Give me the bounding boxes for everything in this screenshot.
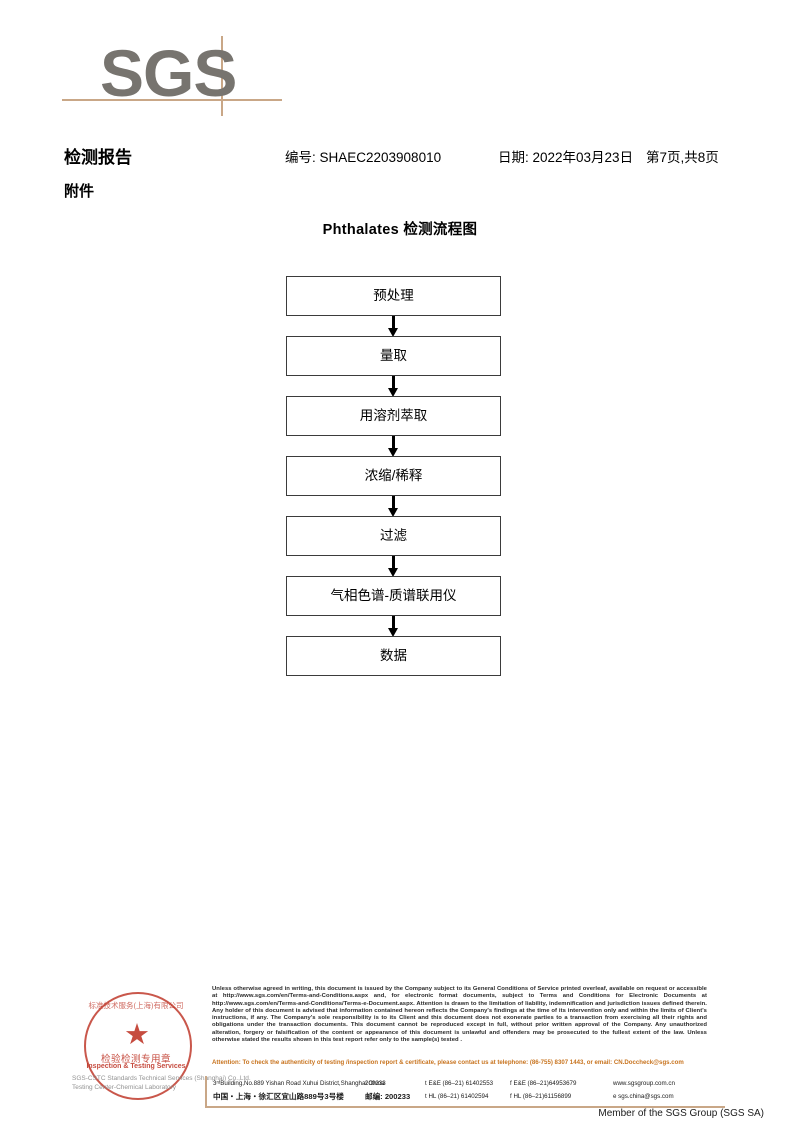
address-horizontal-rule xyxy=(205,1106,725,1108)
seal-overlay-line-1: SGS-CSTC Standards Technical Services (S… xyxy=(72,1075,251,1082)
address-row-chinese: 中国・上海・徐汇区宜山路889号3号楼 邮编: 200233 t HL (86–… xyxy=(213,1091,725,1105)
logo-vertical-rule xyxy=(221,36,223,116)
seal-arc-text: 标准技术服务(上海)有限公司 xyxy=(88,1001,184,1010)
arrow-head-icon xyxy=(388,568,398,577)
flowchart-title: Phthalates 检测流程图 xyxy=(322,222,478,238)
arrow-shaft xyxy=(392,496,395,510)
flow-node-concentration-dilution: 浓缩/稀释 xyxy=(286,456,501,496)
page-indicator: 第7页,共8页 xyxy=(646,150,719,165)
arrow-head-icon xyxy=(388,628,398,637)
arrow-shaft xyxy=(392,616,395,630)
seal-overlay-line-2: Testing Center-Chemical Laboratory xyxy=(72,1084,177,1091)
company-seal-stamp: 标准技术服务(上海)有限公司 ★ 检验检测专用章 Inspection & Te… xyxy=(78,988,196,1106)
email-address: e sgs.china@sgs.com xyxy=(613,1093,674,1100)
flow-node-label: 过滤 xyxy=(380,528,407,544)
arrow-head-icon xyxy=(388,328,398,337)
fax-ee: f E&E (86–21)64953679 xyxy=(510,1080,577,1087)
member-of-group-line: Member of the SGS Group (SGS SA) xyxy=(598,1108,764,1119)
flow-node-label: 预处理 xyxy=(373,288,414,304)
report-number: 编号: SHAEC2203908010 xyxy=(285,150,442,165)
star-icon: ★ xyxy=(124,1019,150,1051)
page-title: 检测报告 xyxy=(64,148,132,167)
telephone-ee: t E&E (86–21) 61402553 xyxy=(425,1080,494,1087)
seal-center-english: Inspection & Testing Services xyxy=(86,1063,186,1070)
attention-notice: Attention: To check the authenticity of … xyxy=(212,1059,684,1066)
website-url: www.sgsgroup.com.cn xyxy=(613,1080,675,1087)
flow-node-label: 数据 xyxy=(380,648,407,664)
flow-arrow xyxy=(286,616,501,637)
address-row-english: 3ʳᵈBuilding,No.889 Yishan Road Xuhui Dis… xyxy=(213,1078,725,1092)
address-english: 3ʳᵈBuilding,No.889 Yishan Road Xuhui Dis… xyxy=(213,1080,385,1087)
fax-hl: f HL (86–21)61156899 xyxy=(510,1093,572,1100)
seal-overlay-text: SGS-CSTC Standards Technical Services (S… xyxy=(72,1074,332,1092)
postcode-english: 200233 xyxy=(365,1080,386,1087)
arrow-shaft xyxy=(392,316,395,330)
arrow-shaft xyxy=(392,556,395,570)
flow-arrow xyxy=(286,376,501,397)
arrow-head-icon xyxy=(388,508,398,517)
address-vertical-rule xyxy=(205,1076,207,1106)
flow-node-measuring: 量取 xyxy=(286,336,501,376)
arrow-shaft xyxy=(392,436,395,450)
legal-disclaimer: Unless otherwise agreed in writing, this… xyxy=(212,986,707,1044)
flow-node-label: 气相色谱-质谱联用仪 xyxy=(330,588,457,604)
sgs-logo: SGS xyxy=(62,36,282,120)
arrow-head-icon xyxy=(388,388,398,397)
flow-node-solvent-extraction: 用溶剂萃取 xyxy=(286,396,501,436)
postcode-chinese: 邮编: 200233 xyxy=(365,1092,411,1101)
flow-node-label: 用溶剂萃取 xyxy=(359,408,428,424)
flow-node-filtration: 过滤 xyxy=(286,516,501,556)
flow-arrow xyxy=(286,316,501,337)
logo-horizontal-rule xyxy=(62,99,282,101)
seal-center-chinese: 检验检测专用章 xyxy=(100,1054,171,1065)
flow-node-data: 数据 xyxy=(286,636,501,676)
address-chinese: 中国・上海・徐汇区宜山路889号3号楼 xyxy=(213,1092,344,1101)
report-header: 检测报告 编号: SHAEC2203908010 日期: 2022年03月23日… xyxy=(64,143,764,167)
seal-circle-icon xyxy=(84,992,192,1100)
flow-node-pretreatment: 预处理 xyxy=(286,276,501,316)
flow-node-label: 量取 xyxy=(380,348,407,364)
flow-node-label: 浓缩/稀释 xyxy=(364,468,423,484)
flow-arrow xyxy=(286,556,501,577)
address-block: 3ʳᵈBuilding,No.889 Yishan Road Xuhui Dis… xyxy=(205,1076,725,1108)
flow-node-gcms: 气相色谱-质谱联用仪 xyxy=(286,576,501,616)
report-date: 日期: 2022年03月23日 xyxy=(498,150,634,165)
arrow-shaft xyxy=(392,376,395,390)
attachment-label: 附件 xyxy=(64,183,95,200)
logo-wordmark: SGS xyxy=(100,36,237,110)
telephone-hl: t HL (86–21) 61402594 xyxy=(425,1093,489,1100)
process-flowchart: 预处理 量取 用溶剂萃取 浓缩/稀释 过滤 xyxy=(286,276,503,676)
arrow-head-icon xyxy=(388,448,398,457)
flow-arrow xyxy=(286,496,501,517)
flow-arrow xyxy=(286,436,501,457)
